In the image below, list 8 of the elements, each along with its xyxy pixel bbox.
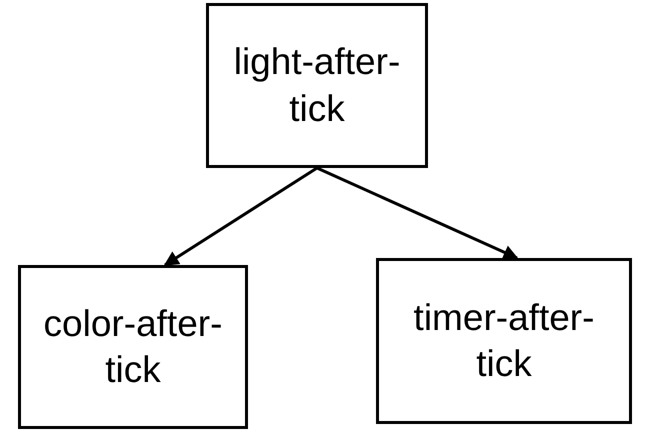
arrow [316,166,518,260]
process-box [18,265,248,429]
box-label: light-after-tick [232,40,402,130]
box-label: timer-after-tick [412,296,596,386]
process-box [206,3,428,168]
arrow [164,166,318,266]
process-box [376,258,632,424]
box-label: color-after-tick [42,302,224,392]
